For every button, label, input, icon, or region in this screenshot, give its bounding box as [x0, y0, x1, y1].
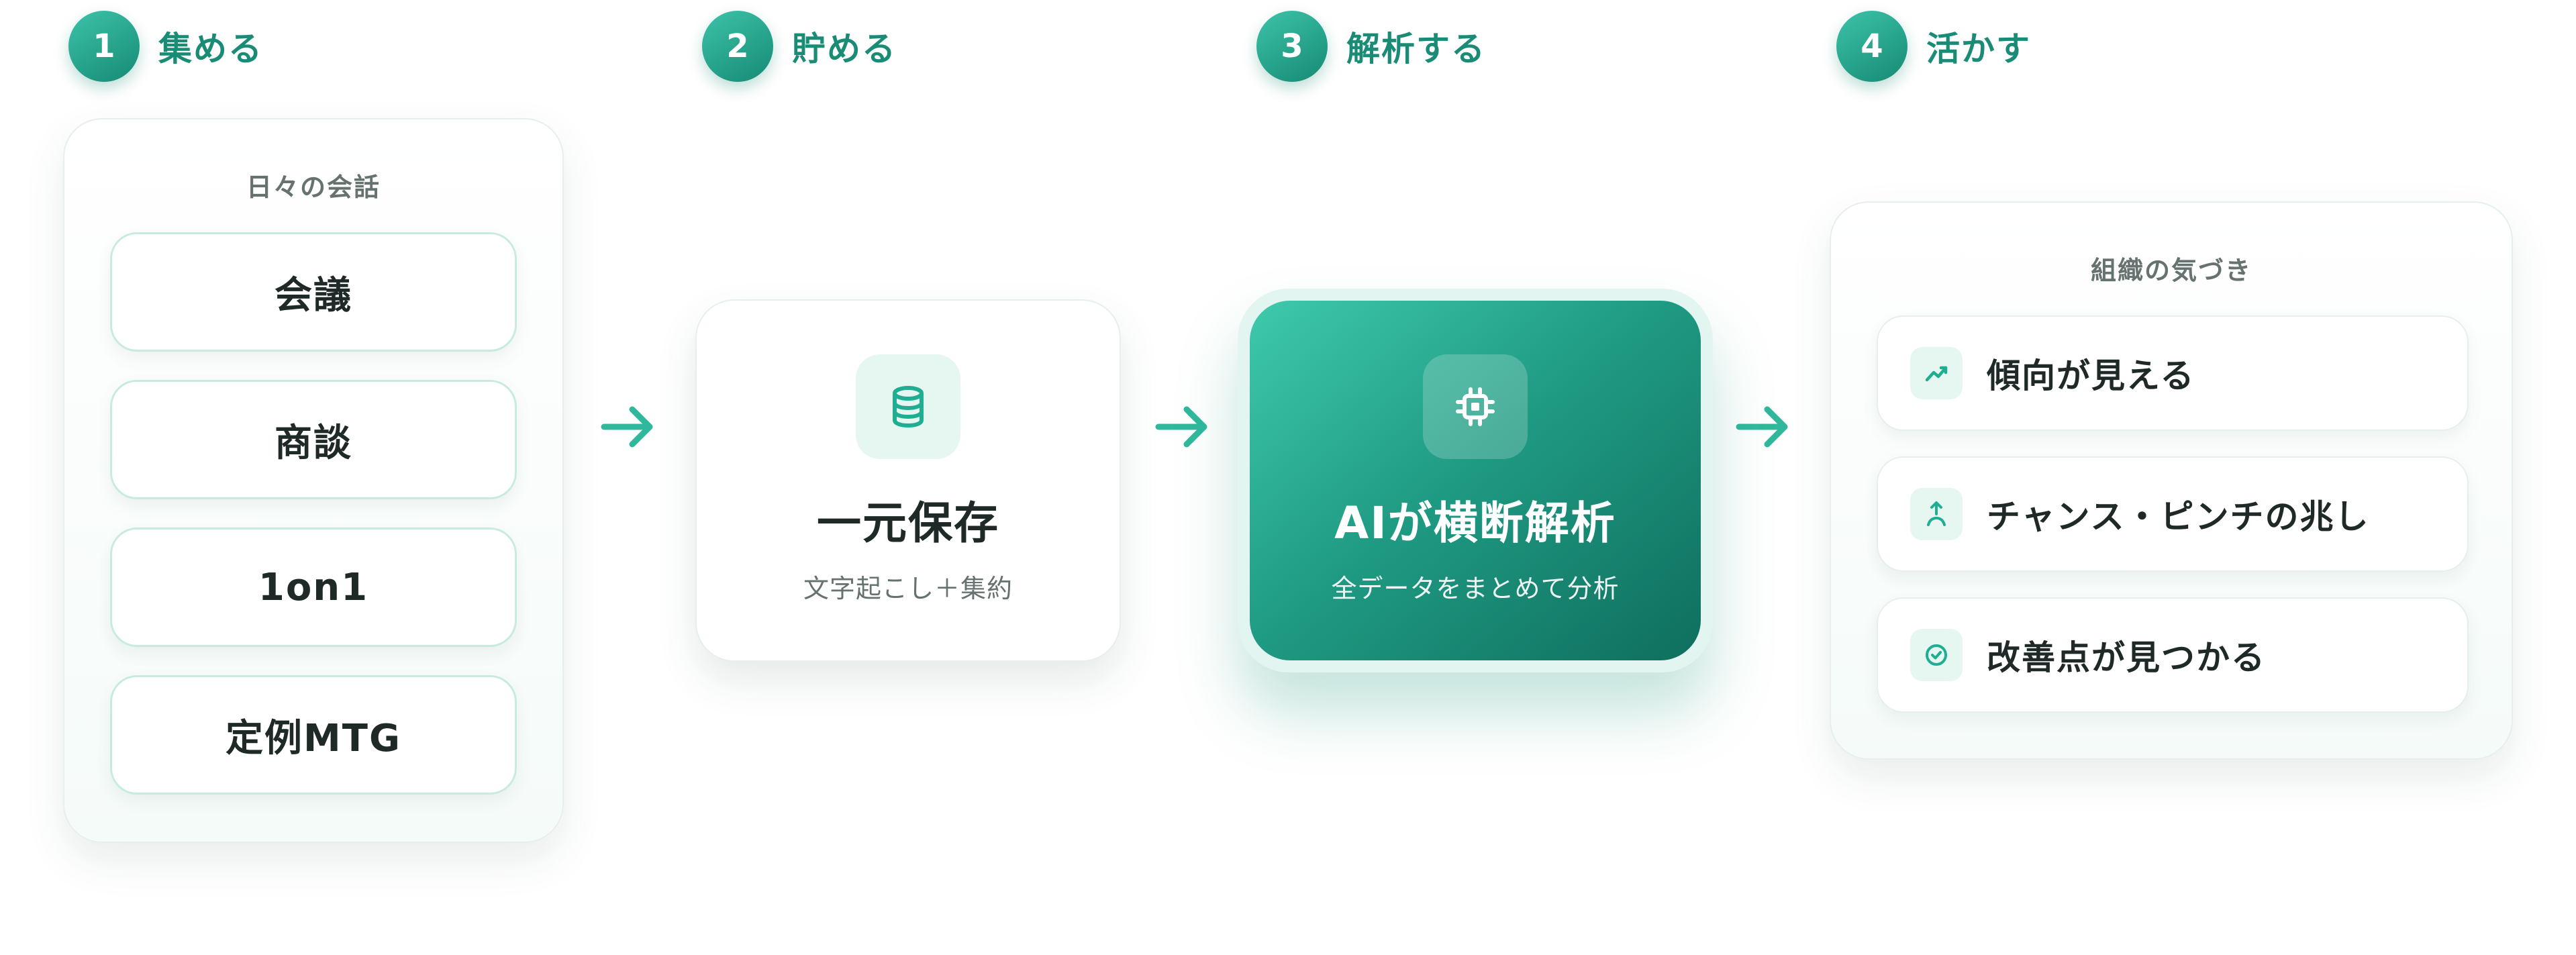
insight-item-signals: チャンス・ピンチの兆し	[1877, 456, 2469, 572]
insight-text: 傾向が見える	[1987, 356, 2195, 395]
card-title: 一元保存	[817, 497, 999, 549]
trend-up-icon	[1910, 347, 1963, 399]
card-title: AIが横断解析	[1334, 497, 1616, 549]
panel-caption: 日々の会話	[246, 172, 381, 202]
insight-item-trend: 傾向が見える	[1877, 315, 2469, 431]
source-item-meeting: 会議	[110, 232, 517, 352]
step-2-header: 2 貯める	[702, 11, 897, 82]
step-number-badge: 2	[702, 11, 773, 82]
analyze-card: AIが横断解析 全データをまとめて分析	[1250, 301, 1701, 660]
insight-item-improvements: 改善点が見つかる	[1877, 597, 2469, 713]
collect-panel: 日々の会話 会議 商談 1on1 定例MTG	[63, 118, 564, 843]
source-item-one-on-one: 1on1	[110, 527, 517, 647]
step-number-badge: 4	[1836, 11, 1908, 82]
step-label: 集める	[158, 30, 263, 68]
person-up-icon	[1910, 488, 1963, 540]
step-label: 解析する	[1346, 30, 1486, 68]
check-circle-icon	[1910, 629, 1963, 681]
card-subtitle: 全データをまとめて分析	[1331, 574, 1620, 603]
insight-panel: 組織の気づき 傾向が見える チャンス・ピンチの兆し	[1830, 201, 2513, 760]
arrow-right-icon	[1736, 406, 1788, 448]
source-item-sales-talk: 商談	[110, 380, 517, 499]
step-number-badge: 1	[68, 11, 140, 82]
store-card: 一元保存 文字起こし＋集約	[695, 299, 1121, 662]
database-icon	[856, 354, 960, 459]
step-1-header: 1 集める	[68, 11, 263, 82]
step-label: 活かす	[1926, 30, 2031, 68]
insight-text: チャンス・ピンチの兆し	[1987, 497, 2370, 536]
chip-icon	[1423, 354, 1528, 459]
source-item-regular-mtg: 定例MTG	[110, 675, 517, 795]
step-number-badge: 3	[1256, 11, 1328, 82]
insight-text: 改善点が見つかる	[1987, 638, 2266, 677]
panel-caption: 組織の気づき	[2090, 256, 2252, 285]
step-4-header: 4 活かす	[1836, 11, 2031, 82]
step-label: 貯める	[792, 30, 897, 68]
arrow-right-icon	[1155, 406, 1207, 448]
step-3-header: 3 解析する	[1256, 11, 1486, 82]
card-subtitle: 文字起こし＋集約	[803, 574, 1013, 603]
arrow-right-icon	[601, 406, 653, 448]
